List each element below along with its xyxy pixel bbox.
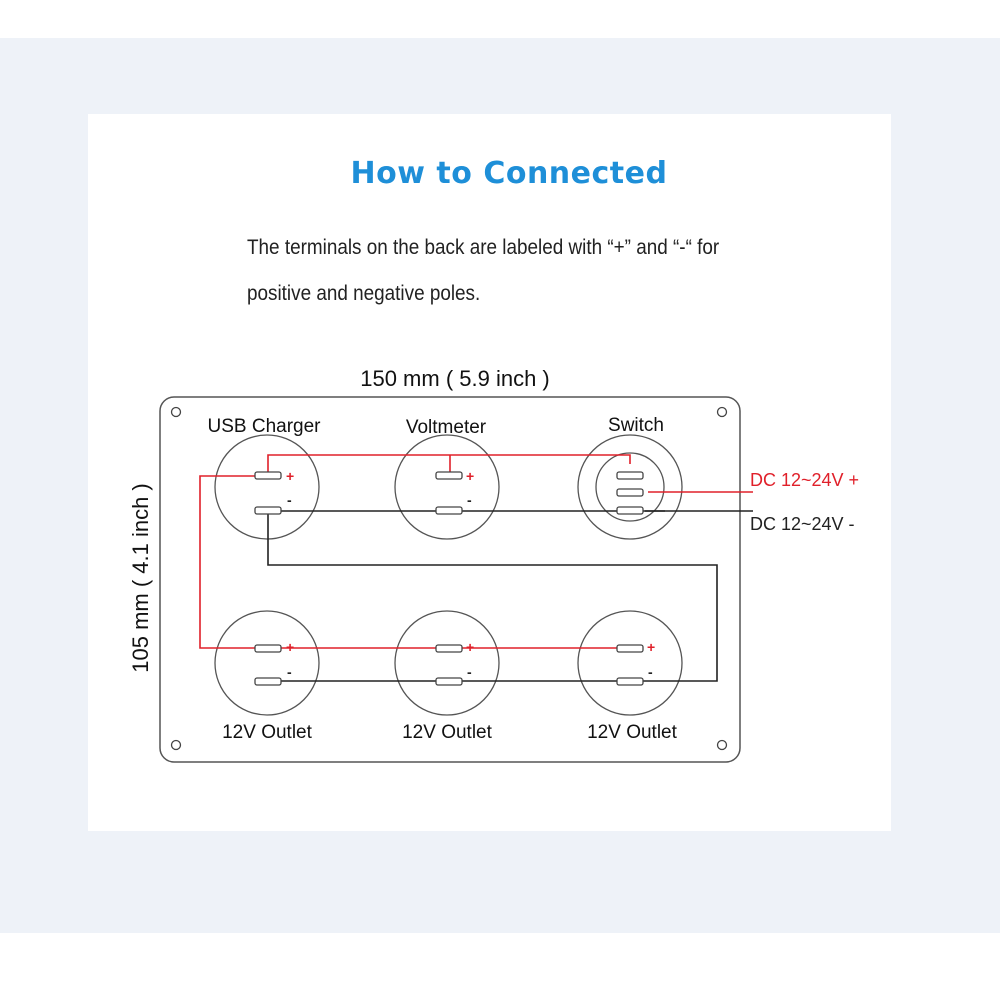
outlet-1-negative-mark: - [287, 664, 292, 680]
usb-positive-mark: + [286, 468, 294, 484]
dc-positive-label: DC 12~24V + [750, 470, 859, 490]
outlet-2-positive-mark: + [466, 639, 474, 655]
description-line-2: positive and negative poles. [247, 282, 481, 305]
switch-inner-ring [595, 452, 665, 522]
outlet-1-label: 12V Outlet [222, 722, 312, 743]
mounting-hole-bottom-left [170, 739, 182, 751]
voltmeter-label: Voltmeter [406, 417, 487, 438]
positive-wires [199, 454, 753, 649]
outlet-2-socket [394, 610, 500, 716]
voltmeter-socket [394, 434, 500, 540]
mounting-hole-bottom-right [716, 739, 728, 751]
dc-negative-label: DC 12~24V - [750, 514, 855, 534]
usb-negative-mark: - [287, 492, 292, 508]
outlet-3-socket [577, 610, 683, 716]
mounting-hole-top-right [716, 406, 728, 418]
outlet-1-positive-mark: + [286, 639, 294, 655]
mounting-hole-top-left [170, 406, 182, 418]
panel-outline [159, 396, 741, 763]
outlet-3-positive-mark: + [647, 639, 655, 655]
negative-wires [256, 510, 753, 682]
usb-charger-label: USB Charger [208, 416, 322, 437]
diagram-card [88, 114, 891, 831]
outlet-3-negative-mark: - [648, 664, 653, 680]
description-line-1: The terminals on the back are labeled wi… [247, 236, 720, 259]
width-dimension: 150 mm ( 5.9 inch ) [360, 366, 550, 391]
voltmeter-negative-mark: - [467, 492, 472, 508]
outlet-2-label: 12V Outlet [402, 722, 492, 743]
height-dimension: 105 mm ( 4.1 inch ) [128, 483, 153, 673]
page-title: How to Connected [350, 156, 668, 191]
outlet-3-label: 12V Outlet [587, 722, 677, 743]
terminals [254, 471, 644, 686]
switch-label: Switch [608, 415, 664, 436]
voltmeter-positive-mark: + [466, 468, 474, 484]
outlet-2-negative-mark: - [467, 664, 472, 680]
usb-charger-socket [214, 434, 320, 540]
switch-socket [577, 434, 683, 540]
outlet-1-socket [214, 610, 320, 716]
